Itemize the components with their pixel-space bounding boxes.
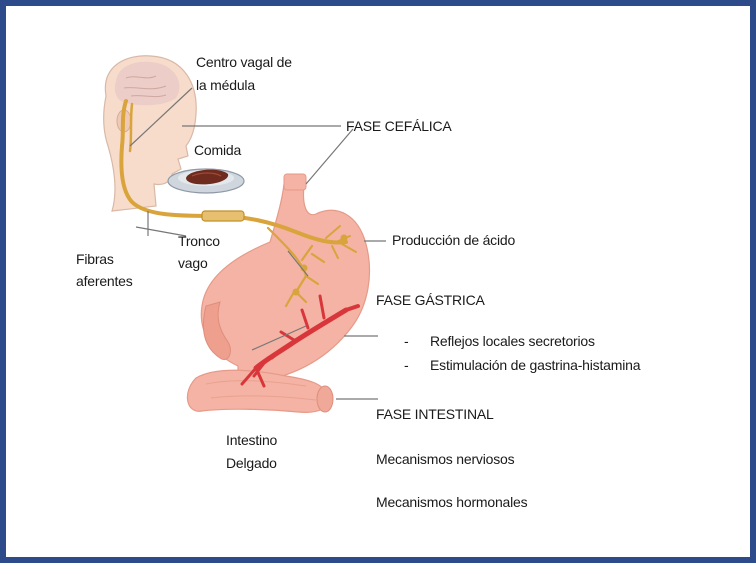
label-reflejos-locales: Reflejos locales secretorios [430,332,595,351]
label-intestino: Intestino [226,431,277,450]
label-fase-cefalica: FASE CEFÁLICA [346,117,452,136]
bullet-dash-2: - [404,356,409,375]
label-fase-intestinal: FASE INTESTINAL [376,405,494,424]
label-comida: Comida [194,141,241,160]
label-centro-vagal-line2: la médula [196,76,255,95]
label-aferentes: aferentes [76,272,133,291]
food-plate-illustration [168,169,244,193]
label-tronco: Tronco [178,232,220,251]
label-delgado: Delgado [226,454,277,473]
label-estimulacion-gastrina: Estimulación de gastrina-histamina [430,356,640,375]
label-mecanismos-nerviosos: Mecanismos nerviosos [376,450,514,469]
vagus-trunk-segment [202,211,244,221]
label-produccion-acido: Producción de ácido [392,231,515,250]
label-fibras: Fibras [76,250,114,269]
label-mecanismos-hormonales: Mecanismos hormonales [376,493,527,512]
label-centro-vagal-line1: Centro vagal de [196,53,292,72]
label-vago: vago [178,254,208,273]
label-fase-gastrica: FASE GÁSTRICA [376,291,485,310]
stomach-illustration [201,174,369,386]
bullet-dash-1: - [404,332,409,351]
